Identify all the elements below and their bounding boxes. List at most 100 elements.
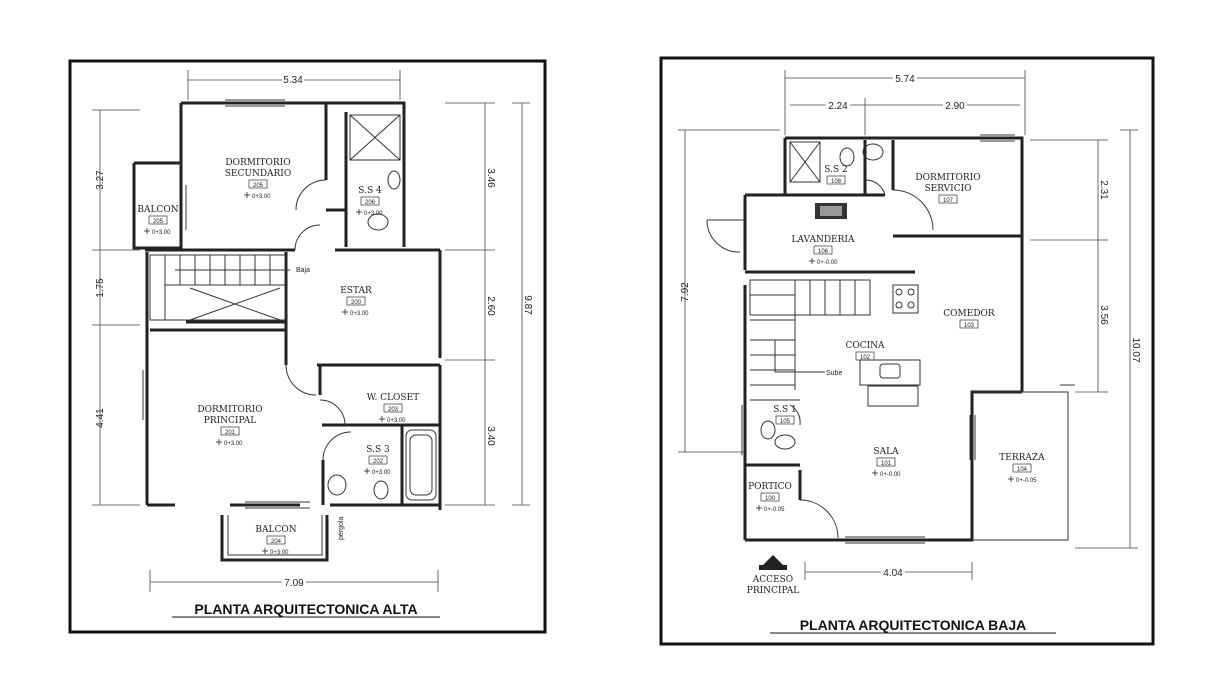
room-name: SERVICIO <box>924 184 971 194</box>
room-name: PORTICO <box>748 482 792 492</box>
floor-plan-walls <box>706 134 1075 570</box>
room-name: DORMITORIO <box>915 173 980 183</box>
dim-right-1: 2.31 <box>1098 180 1109 200</box>
bathtub <box>405 429 437 501</box>
room-code-box <box>346 296 366 306</box>
room-code: 107 <box>943 198 954 204</box>
room-code-box <box>383 403 403 413</box>
room-level: 0+-0.05 <box>764 507 785 513</box>
room-code-box <box>1012 463 1032 473</box>
room-code-box <box>220 426 240 436</box>
room-code-box <box>813 245 833 255</box>
door-swing <box>799 499 839 539</box>
room-code: 203 <box>388 407 399 413</box>
toilet <box>387 170 401 190</box>
room-level: 0+-0.05 <box>1016 478 1037 484</box>
dim-bottom: 7.09 <box>284 578 304 589</box>
floor-plan-walls <box>132 99 442 562</box>
sheet-planta-baja: 5.74 2.24 2.90 7.92 2.31 3.56 10.07 4.04… <box>659 56 1155 646</box>
dim-right-3: 3.40 <box>485 426 496 446</box>
door-swing <box>294 224 321 251</box>
room-code: 103 <box>964 323 975 329</box>
dim-overall: 9.87 <box>522 295 533 315</box>
room-code: 100 <box>765 496 776 502</box>
toilet <box>760 420 776 440</box>
room-code-box <box>826 175 846 185</box>
room-level: 0+3.00 <box>252 194 271 200</box>
room-level: 0+3.00 <box>152 230 171 236</box>
sink <box>327 474 347 496</box>
sheet-title-baja: PLANTA ARQUITECTONICA BAJA <box>800 617 1027 633</box>
room-code: 104 <box>1017 467 1028 473</box>
dim-left: 7.92 <box>680 282 691 302</box>
dim-top-a: 2.24 <box>828 101 848 112</box>
room-code-box <box>959 319 979 329</box>
room-code-box <box>775 415 795 425</box>
shower <box>349 114 401 161</box>
room-code: 200 <box>351 300 362 306</box>
door-swing <box>706 219 741 253</box>
dimension-lines <box>678 70 1138 580</box>
access-arrow-icon <box>760 555 786 568</box>
room-name: BALCON <box>255 525 296 535</box>
room-code-box <box>266 535 286 545</box>
room-code-box <box>248 179 268 189</box>
room-name: ESTAR <box>340 286 372 296</box>
stairs <box>149 254 290 321</box>
access-label-1: ACCESO <box>752 575 793 585</box>
kitchen-island <box>859 359 921 386</box>
room-level: 0+3.00 <box>372 470 391 476</box>
room-name: S.S 1 <box>773 405 796 415</box>
dim-right-2: 2.60 <box>485 296 496 316</box>
dim-right-1: 3.46 <box>485 168 496 188</box>
sheet-planta-alta: 5.34 7.09 3.27 1.75 4.41 3.46 2.60 3.40 … <box>68 59 547 634</box>
dim-overall: 10.07 <box>1130 337 1141 362</box>
room-level: 0+3.00 <box>224 441 243 447</box>
door-swing <box>295 179 327 211</box>
room-code: 105 <box>780 419 791 425</box>
room-level: 0+-0.00 <box>880 472 901 478</box>
note-baja: Baja <box>296 267 310 274</box>
room-name: COMEDOR <box>943 309 995 319</box>
sink <box>862 143 884 161</box>
sink <box>367 213 389 231</box>
room-level: 0+-0.00 <box>817 260 838 266</box>
sheet-title-alta: PLANTA ARQUITECTONICA ALTA <box>194 601 417 617</box>
room-name: DORMITORIO <box>197 405 262 415</box>
room-code: 202 <box>373 459 384 465</box>
access-label-2: PRINCIPAL <box>747 586 799 596</box>
room-name: W. CLOSET <box>367 393 419 403</box>
note-pergola: pérgola <box>338 517 345 540</box>
room-name: COCINA <box>845 341 885 351</box>
door-swing <box>789 404 801 426</box>
dim-left-1: 3.27 <box>95 170 106 190</box>
dim-bottom: 4.04 <box>883 568 903 579</box>
dim-top-b: 2.90 <box>945 101 965 112</box>
room-code-box <box>760 492 780 502</box>
room-code: 102 <box>860 355 871 361</box>
door-swing <box>864 179 886 196</box>
room-level: 0+3.00 <box>387 418 406 424</box>
dim-left-3: 4.41 <box>95 408 106 428</box>
room-level: 0+3.00 <box>270 550 289 556</box>
room-code: 204 <box>271 539 282 545</box>
stairs <box>749 279 871 401</box>
room-name: TERRAZA <box>999 453 1045 463</box>
room-level: 0+3.00 <box>350 311 369 317</box>
sheet-frame <box>68 59 547 634</box>
room-code: 106 <box>818 249 829 255</box>
toilet <box>373 480 389 500</box>
room-code: 201 <box>225 430 236 436</box>
note-sube: Sube <box>826 370 842 377</box>
room-name: BALCON <box>137 205 178 215</box>
dim-top: 5.34 <box>283 75 303 86</box>
room-name: DORMITORIO <box>225 158 290 168</box>
door-swing <box>285 364 317 396</box>
room-name: SALA <box>873 447 899 457</box>
room-code: 101 <box>881 461 892 467</box>
room-code: 206 <box>365 200 376 206</box>
room-level: 0+3.00 <box>364 211 383 217</box>
